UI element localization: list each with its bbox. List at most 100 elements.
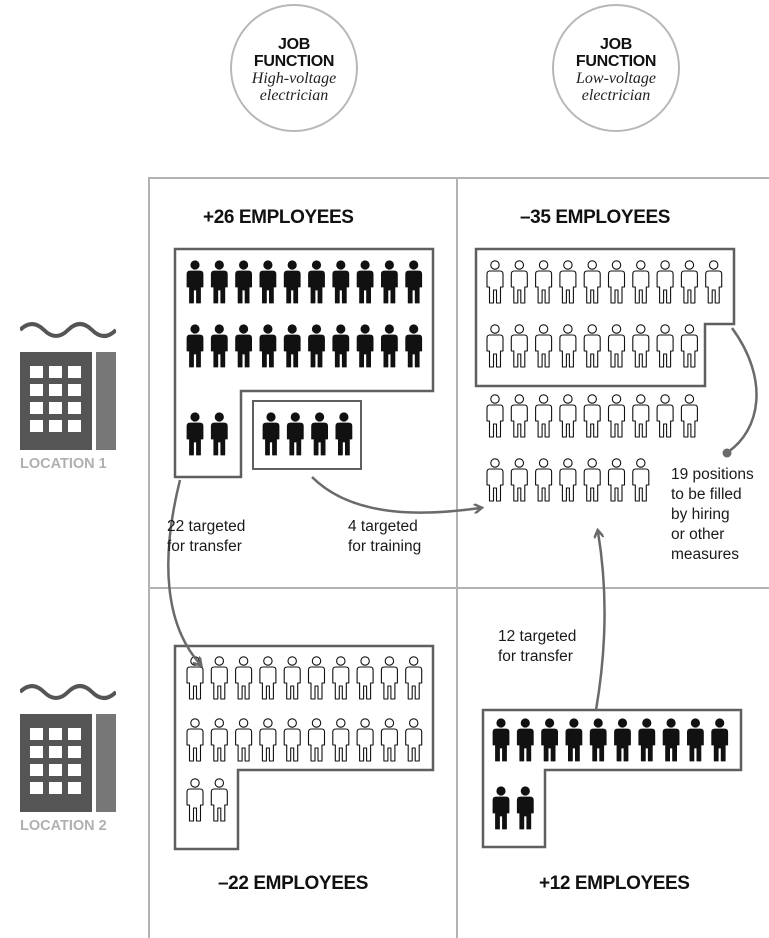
factory-icon: [20, 322, 116, 450]
person-filled-icon: [589, 718, 607, 762]
cell-heading-l2-low: +12 EMPLOYEES: [539, 873, 690, 894]
person-outline-icon: [510, 458, 528, 502]
person-outline-icon: [535, 458, 553, 502]
person-filled-icon: [262, 412, 280, 456]
annotation-line: 19 positions: [671, 466, 754, 483]
person-outline-icon: [607, 458, 626, 502]
person-filled-icon: [516, 718, 534, 762]
person-outline-icon: [680, 260, 698, 304]
annotation-line: 4 targeted: [348, 518, 418, 535]
person-outline-icon: [656, 394, 674, 438]
person-outline-icon: [607, 394, 626, 438]
person-outline-icon: [510, 324, 528, 368]
person-filled-icon: [210, 324, 228, 368]
person-outline-icon: [535, 260, 553, 304]
person-outline-icon: [583, 458, 601, 502]
person-outline-icon: [583, 324, 601, 368]
person-outline-icon: [332, 656, 350, 700]
person-outline-icon: [356, 718, 374, 762]
job-function-subtitle-line2: electrician: [259, 87, 329, 104]
person-filled-icon: [332, 260, 350, 304]
person-filled-icon: [210, 260, 228, 304]
person-outline-icon: [235, 718, 253, 762]
person-filled-icon: [259, 324, 277, 368]
cell-heading-l1-high: +26 EMPLOYEES: [203, 207, 354, 228]
arrow-training-4: [311, 476, 480, 514]
person-outline-icon: [486, 324, 504, 368]
job-function-subtitle-line2: electrician: [581, 87, 651, 104]
person-filled-icon: [186, 412, 204, 456]
person-outline-icon: [510, 260, 528, 304]
person-outline-icon: [486, 394, 504, 438]
person-outline-icon: [559, 458, 577, 502]
job-function-title: JOB FUNCTION: [554, 36, 678, 70]
grid-line-left: [148, 177, 150, 938]
person-filled-icon: [335, 412, 353, 456]
person-outline-icon: [186, 718, 204, 762]
job-function-title-line2: FUNCTION: [575, 53, 657, 70]
person-outline-icon: [405, 718, 423, 762]
person-outline-icon: [632, 458, 650, 502]
location-label-1: LOCATION 1: [20, 456, 107, 472]
person-filled-icon: [186, 260, 204, 304]
person-filled-icon: [286, 412, 304, 456]
person-outline-icon: [632, 260, 650, 304]
annotation-line: by hiring: [671, 506, 730, 523]
job-function-subtitle: Low-voltage electrician: [554, 70, 678, 104]
grid-line-middle: [148, 587, 769, 589]
person-outline-icon: [559, 324, 577, 368]
person-outline-icon: [486, 260, 504, 304]
person-outline-icon: [210, 656, 228, 700]
person-outline-icon: [283, 656, 301, 700]
person-filled-icon: [687, 718, 704, 762]
job-function-title-line2: FUNCTION: [253, 53, 335, 70]
person-outline-icon: [680, 394, 698, 438]
person-filled-icon: [283, 324, 301, 368]
job-function-circle-low-voltage: JOB FUNCTION Low-voltage electrician: [552, 4, 680, 132]
person-filled-icon: [186, 324, 204, 368]
person-filled-icon: [332, 324, 350, 368]
person-outline-icon: [607, 260, 626, 304]
person-outline-icon: [405, 656, 423, 700]
person-outline-icon: [307, 718, 326, 762]
annotation-transfer-22: 22 targeted for transfer: [167, 517, 245, 557]
person-outline-icon: [705, 260, 723, 304]
job-function-circle-high-voltage: JOB FUNCTION High-voltage electrician: [230, 4, 358, 132]
person-outline-icon: [283, 718, 301, 762]
person-outline-icon: [680, 324, 698, 368]
person-filled-icon: [311, 412, 329, 456]
person-filled-icon: [492, 786, 510, 830]
person-outline-icon: [656, 324, 674, 368]
cell-heading-l1-low: –35 EMPLOYEES: [520, 207, 671, 228]
person-filled-icon: [638, 718, 656, 762]
arrow-transfer-12: [596, 532, 606, 711]
person-outline-icon: [186, 778, 204, 822]
person-filled-icon: [235, 260, 253, 304]
person-filled-icon: [356, 260, 374, 304]
positions-dot: [722, 448, 732, 458]
person-outline-icon: [559, 260, 577, 304]
grid-line-top: [148, 177, 769, 179]
person-filled-icon: [380, 260, 398, 304]
annotation-positions-19: 19 positions to be filled by hiring or o…: [671, 465, 754, 565]
person-outline-icon: [510, 394, 528, 438]
person-filled-icon: [235, 324, 253, 368]
person-filled-icon: [492, 718, 510, 762]
job-function-title-line1: JOB: [278, 36, 310, 53]
annotation-line: for transfer: [167, 538, 242, 555]
job-function-subtitle-line1: Low-voltage: [576, 70, 656, 87]
person-outline-icon: [535, 324, 553, 368]
annotation-line: for transfer: [498, 648, 573, 665]
grid-line-center: [456, 177, 458, 938]
person-filled-icon: [614, 718, 631, 762]
person-filled-icon: [516, 786, 534, 830]
person-filled-icon: [565, 718, 583, 762]
person-filled-icon: [308, 260, 325, 304]
person-outline-icon: [380, 718, 398, 762]
person-outline-icon: [535, 394, 553, 438]
person-outline-icon: [356, 656, 374, 700]
person-filled-icon: [210, 412, 228, 456]
person-filled-icon: [662, 718, 680, 762]
